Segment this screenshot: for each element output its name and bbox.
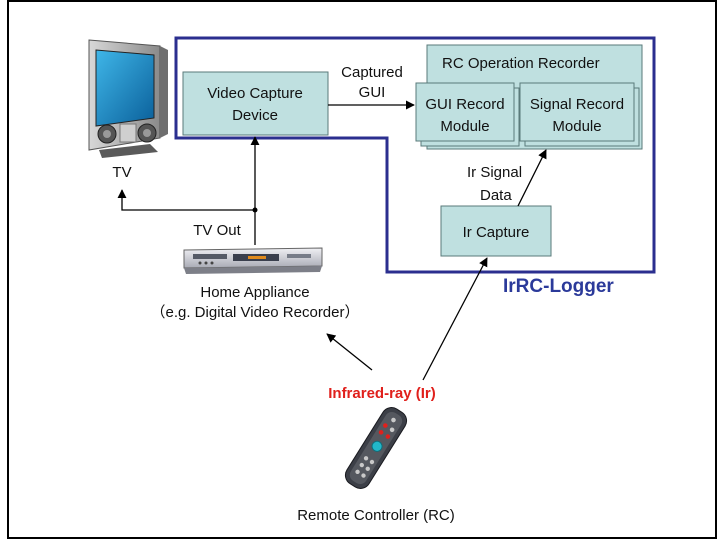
video-capture-device-label-1: Video Capture — [207, 85, 303, 102]
signal-record-module-label-2: Module — [552, 118, 601, 135]
tv-out-label: TV Out — [193, 222, 241, 239]
ir-signal-data-label-2: Data — [480, 187, 512, 204]
ir-to-ir-capture-arrow — [422, 257, 488, 381]
remote-controller-label: Remote Controller (RC) — [297, 507, 455, 524]
infrared-ray-label: Infrared-ray (Ir) — [328, 385, 436, 402]
page-frame — [7, 0, 717, 539]
split-junction-dot — [252, 207, 258, 213]
signal-record-module-label-1: Signal Record — [530, 96, 624, 113]
ir-capture-label: Ir Capture — [463, 224, 530, 241]
rc-operation-recorder-label: RC Operation Recorder — [442, 55, 600, 72]
home-appliance-label-2: （e.g. Digital Video Recorder） — [151, 304, 360, 321]
captured-gui-label-2: GUI — [359, 84, 386, 101]
tv-icon — [88, 39, 168, 158]
ir-signal-data-arrow — [517, 149, 547, 207]
video-capture-device-label-2: Device — [232, 107, 278, 124]
gui-record-module-label-2: Module — [440, 118, 489, 135]
irrc-logger-label: IrRC-Logger — [503, 276, 614, 297]
video-capture-device-box — [182, 71, 329, 136]
ir-signal-data-label-1: Ir Signal — [467, 164, 522, 181]
gui-record-module-label-1: GUI Record — [425, 96, 504, 113]
remote-controller-icon — [344, 407, 408, 489]
irrc-logger-boundary — [174, 36, 656, 274]
gui-record-module-box — [415, 82, 515, 142]
tv-label: TV — [112, 164, 131, 181]
ir-capture-box — [440, 205, 552, 257]
home-appliance-label-1: Home Appliance — [200, 284, 309, 301]
signal-record-module-box — [519, 82, 635, 142]
tv-out-to-tv-arrow — [117, 189, 255, 211]
captured-gui-label-1: Captured — [341, 64, 403, 81]
ir-to-appliance-arrow — [326, 333, 373, 371]
digital-video-recorder-icon — [183, 247, 323, 274]
